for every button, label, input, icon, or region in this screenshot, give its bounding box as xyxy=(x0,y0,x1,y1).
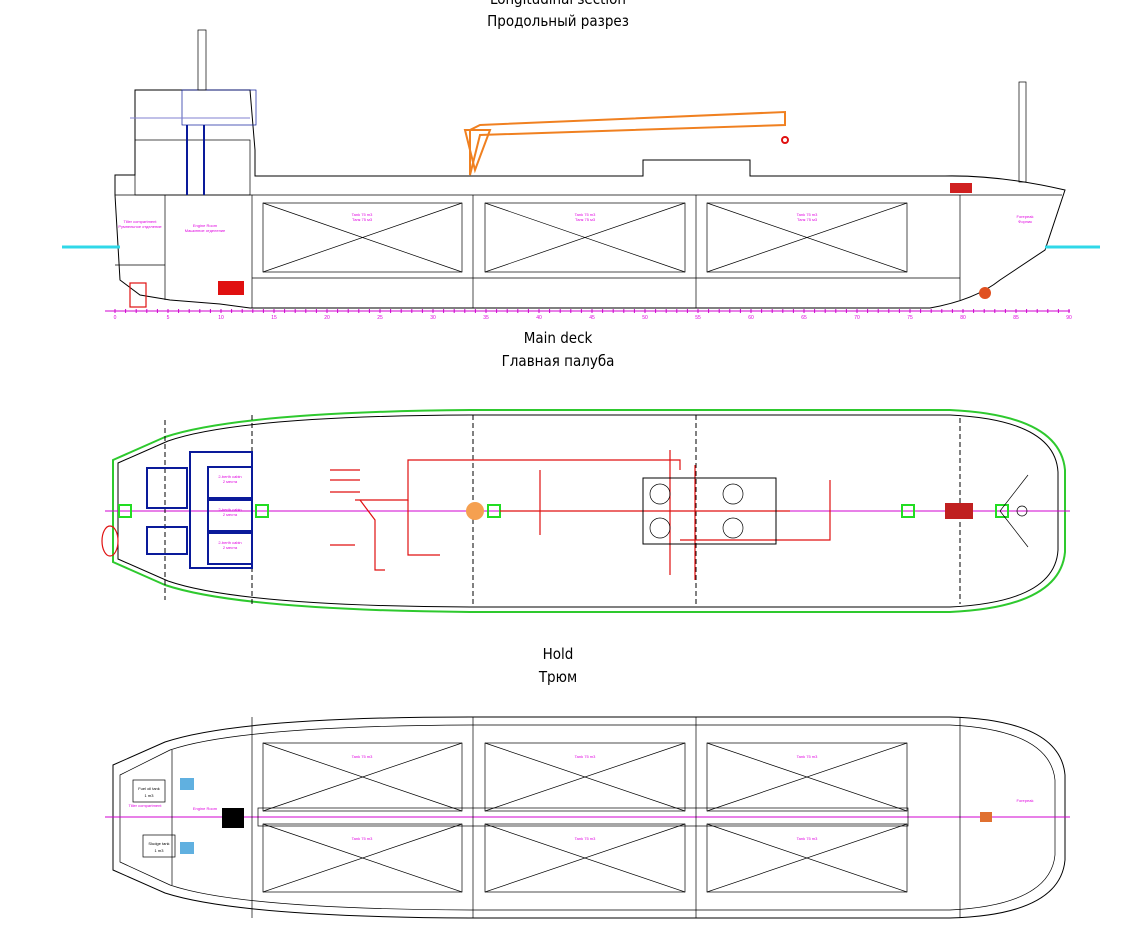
windlass xyxy=(950,183,972,193)
forepeak-label: Форпик xyxy=(1018,219,1032,224)
cabin-label: 2 места xyxy=(223,545,238,550)
main-deck-title-en: Main deck xyxy=(524,329,593,347)
tank-label: Танк 75 м3 xyxy=(575,217,596,222)
manhole xyxy=(722,483,744,505)
hold-title-en: Hold xyxy=(543,645,574,663)
windlass xyxy=(945,503,973,519)
mast xyxy=(197,29,207,91)
cargo-piping xyxy=(101,450,831,580)
frame-scale: 0 5 10 15 20 25 30 35 40 45 50 55 60 65 70 75 80 85 90 xyxy=(114,309,1072,321)
tank-label: Tank 75 m3 xyxy=(797,836,818,841)
engine-room-label: Машинное отделение xyxy=(185,228,226,233)
tank-label: Tank 75 m3 xyxy=(575,836,596,841)
tank-label: Tank 75 m3 xyxy=(575,754,596,759)
profile-hull-outline xyxy=(114,89,1066,309)
frame-tick-label: 70 xyxy=(854,315,860,321)
frame-tick-label: 85 xyxy=(1013,315,1019,321)
sludge-tank-label: Sludge tank xyxy=(148,841,169,846)
manhole xyxy=(649,517,671,539)
tiller-label: Tiller compartment xyxy=(129,803,163,808)
deckhouse-plan xyxy=(146,451,253,569)
main-engine xyxy=(222,808,244,828)
anchor-chain xyxy=(999,474,1029,512)
generator xyxy=(180,778,194,790)
frame-tick-label: 5 xyxy=(167,315,170,321)
main-deck-title-ru: Главная палуба xyxy=(502,352,615,370)
tank-label: Tank 75 m3 xyxy=(575,212,596,217)
frame-tick-label: 80 xyxy=(960,315,966,321)
frame-tick-label: 75 xyxy=(907,315,913,321)
pump-room-hatch xyxy=(642,477,777,545)
frame-tick-label: 15 xyxy=(271,315,277,321)
hold-title-ru: Трюм xyxy=(538,668,577,686)
frame-tick-label: 60 xyxy=(748,315,754,321)
manhole xyxy=(649,483,671,505)
frame-tick-label: 90 xyxy=(1066,315,1072,321)
bulwark-outline xyxy=(112,409,1066,613)
deckhouse xyxy=(134,139,251,196)
manhole xyxy=(722,517,744,539)
engine-room-label: Engine Room xyxy=(193,223,218,228)
sludge-tank xyxy=(142,834,176,858)
wheelhouse xyxy=(181,89,257,126)
frame-tick-label: 30 xyxy=(430,315,436,321)
tank-label: Tank 75 m3 xyxy=(797,754,818,759)
deck-crane-base xyxy=(466,502,484,520)
frame-tick-label: 10 xyxy=(218,315,224,321)
profile-view: Tank 75 m3 Танк 75 м3 Tank 75 m3 Танк 75… xyxy=(62,29,1100,321)
fuel-tank-label: Fuel oil tank xyxy=(138,786,160,791)
fuel-tank-label: 1 m3 xyxy=(145,793,155,798)
profile-title-ru: Продольный разрез xyxy=(487,12,629,30)
hold-plan: Tank 75 m3 Tank 75 m3 Tank 75 m3 Tank 75… xyxy=(105,716,1070,919)
fuel-tank xyxy=(132,779,166,803)
anchor-chain xyxy=(999,510,1029,548)
tank-label: Tank 75 m3 xyxy=(797,212,818,217)
cargo-tanks-profile xyxy=(262,202,908,273)
frame-tick-label: 0 xyxy=(114,315,117,321)
generator xyxy=(180,842,194,854)
tank-label: Танк 75 м3 xyxy=(352,217,373,222)
tank-label: Tank 75 m3 xyxy=(352,754,373,759)
tiller-label: Tiller compartment xyxy=(124,219,158,224)
frame-tick-label: 50 xyxy=(642,315,648,321)
cabin-label: 2-berth cabin xyxy=(218,507,241,512)
frame-tick-label: 45 xyxy=(589,315,595,321)
bow-thruster xyxy=(980,812,992,822)
tank-label: Tank 75 m3 xyxy=(352,836,373,841)
cabin-label: 2-berth cabin xyxy=(218,540,241,545)
frame-tick-label: 35 xyxy=(483,315,489,321)
rudder xyxy=(129,282,147,308)
frame-tick-label: 65 xyxy=(801,315,807,321)
frame-tick-label: 55 xyxy=(695,315,701,321)
sludge-tank-label: 1 m3 xyxy=(155,848,165,853)
engine-room-label: Engine Room xyxy=(193,806,218,811)
tank-label: Tank 75 m3 xyxy=(352,212,373,217)
deck-crane xyxy=(463,110,789,176)
forepeak-label: Forepeak xyxy=(1017,214,1034,219)
fore-mast xyxy=(1018,81,1027,183)
cabin-label: 2 места xyxy=(223,479,238,484)
hold-hull-outline xyxy=(112,716,1066,919)
frame-tick-label: 20 xyxy=(324,315,330,321)
tank-label: Танк 75 м3 xyxy=(797,217,818,222)
cabin-label: 2 места xyxy=(223,512,238,517)
deck-edge xyxy=(117,414,1059,608)
anchor-hawse xyxy=(1016,505,1028,517)
forepeak-label: Forepeak xyxy=(1017,798,1034,803)
main-engine xyxy=(218,281,244,295)
tiller-label: Румпельное отделение xyxy=(118,224,162,229)
main-deck-plan: 2-berth cabin 2 места 2-berth cabin 2 ме… xyxy=(101,409,1070,613)
cabin-label: 2-berth cabin xyxy=(218,474,241,479)
frame-tick-label: 40 xyxy=(536,315,542,321)
frame-tick-label: 25 xyxy=(377,315,383,321)
bow-thruster xyxy=(979,287,991,299)
cargo-tanks-hold xyxy=(257,742,909,893)
profile-title-en: Longitudinal section xyxy=(490,0,626,8)
inner-hull xyxy=(119,724,1056,911)
